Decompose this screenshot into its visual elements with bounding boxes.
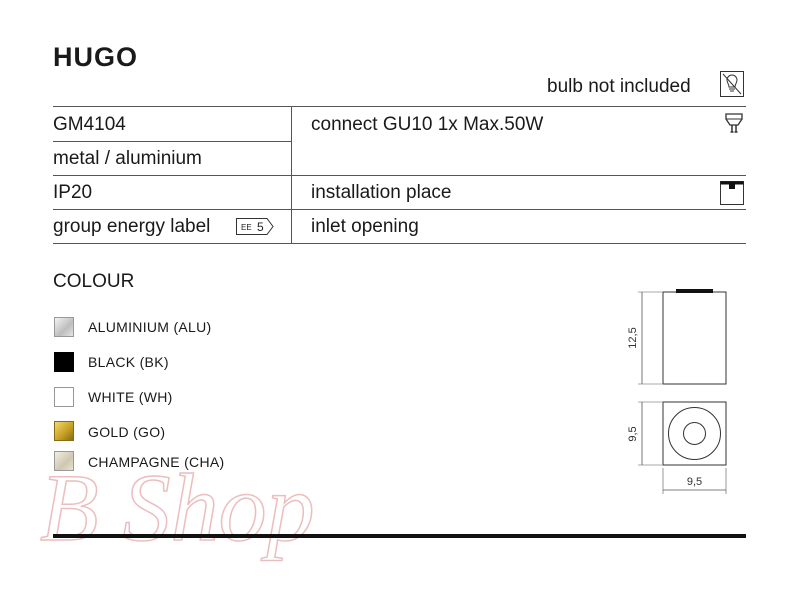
width-label: 9,5 bbox=[687, 476, 702, 488]
top-view-body bbox=[663, 402, 726, 465]
black-swatch bbox=[54, 352, 74, 372]
energy-class-badge: EE 5 bbox=[236, 218, 274, 235]
mount-plate bbox=[676, 289, 713, 293]
bulb-note: bulb not included bbox=[547, 76, 691, 98]
colour-heading: COLOUR bbox=[53, 271, 134, 293]
colour-option-label: BLACK (BK) bbox=[88, 354, 169, 370]
watermark-logo: B Shop bbox=[35, 430, 380, 570]
spec-connection: connect GU10 1x Max.50W bbox=[311, 114, 543, 136]
product-title: HUGO bbox=[53, 42, 138, 73]
spec-installation-place: installation place bbox=[311, 182, 451, 204]
table-row-divider bbox=[53, 175, 746, 176]
colour-option-label: WHITE (WH) bbox=[88, 389, 173, 405]
gu10-socket-icon bbox=[724, 113, 744, 135]
spec-inlet-opening: inlet opening bbox=[311, 216, 419, 238]
spec-code: GM4104 bbox=[53, 114, 126, 136]
spec-ip-rating: IP20 bbox=[53, 182, 92, 204]
side-view-body bbox=[663, 292, 726, 384]
table-column-divider bbox=[291, 106, 292, 243]
ceiling-mount-icon bbox=[720, 181, 744, 205]
colour-option-label: ALUMINIUM (ALU) bbox=[88, 319, 212, 335]
watermark-text: B Shop bbox=[40, 454, 315, 561]
height-label: 12,5 bbox=[627, 327, 639, 348]
dimension-drawing: 12,5 9,5 9,5 bbox=[600, 282, 750, 497]
table-row-divider bbox=[53, 209, 746, 210]
bottom-rule bbox=[53, 534, 746, 538]
table-row-divider bbox=[53, 141, 291, 142]
aluminium-swatch bbox=[54, 317, 74, 337]
table-top-border bbox=[53, 106, 746, 107]
opening-inner-circle bbox=[684, 423, 706, 445]
depth-label: 9,5 bbox=[627, 426, 639, 441]
bulb-not-included-icon bbox=[720, 71, 744, 97]
spec-material: metal / aluminium bbox=[53, 148, 202, 170]
opening-outer-circle bbox=[669, 408, 721, 460]
spec-energy-label: group energy label bbox=[53, 216, 210, 238]
table-bottom-border bbox=[53, 243, 746, 244]
energy-badge-prefix: EE bbox=[241, 223, 252, 232]
energy-badge-value: 5 bbox=[257, 220, 264, 234]
white-swatch bbox=[54, 387, 74, 407]
